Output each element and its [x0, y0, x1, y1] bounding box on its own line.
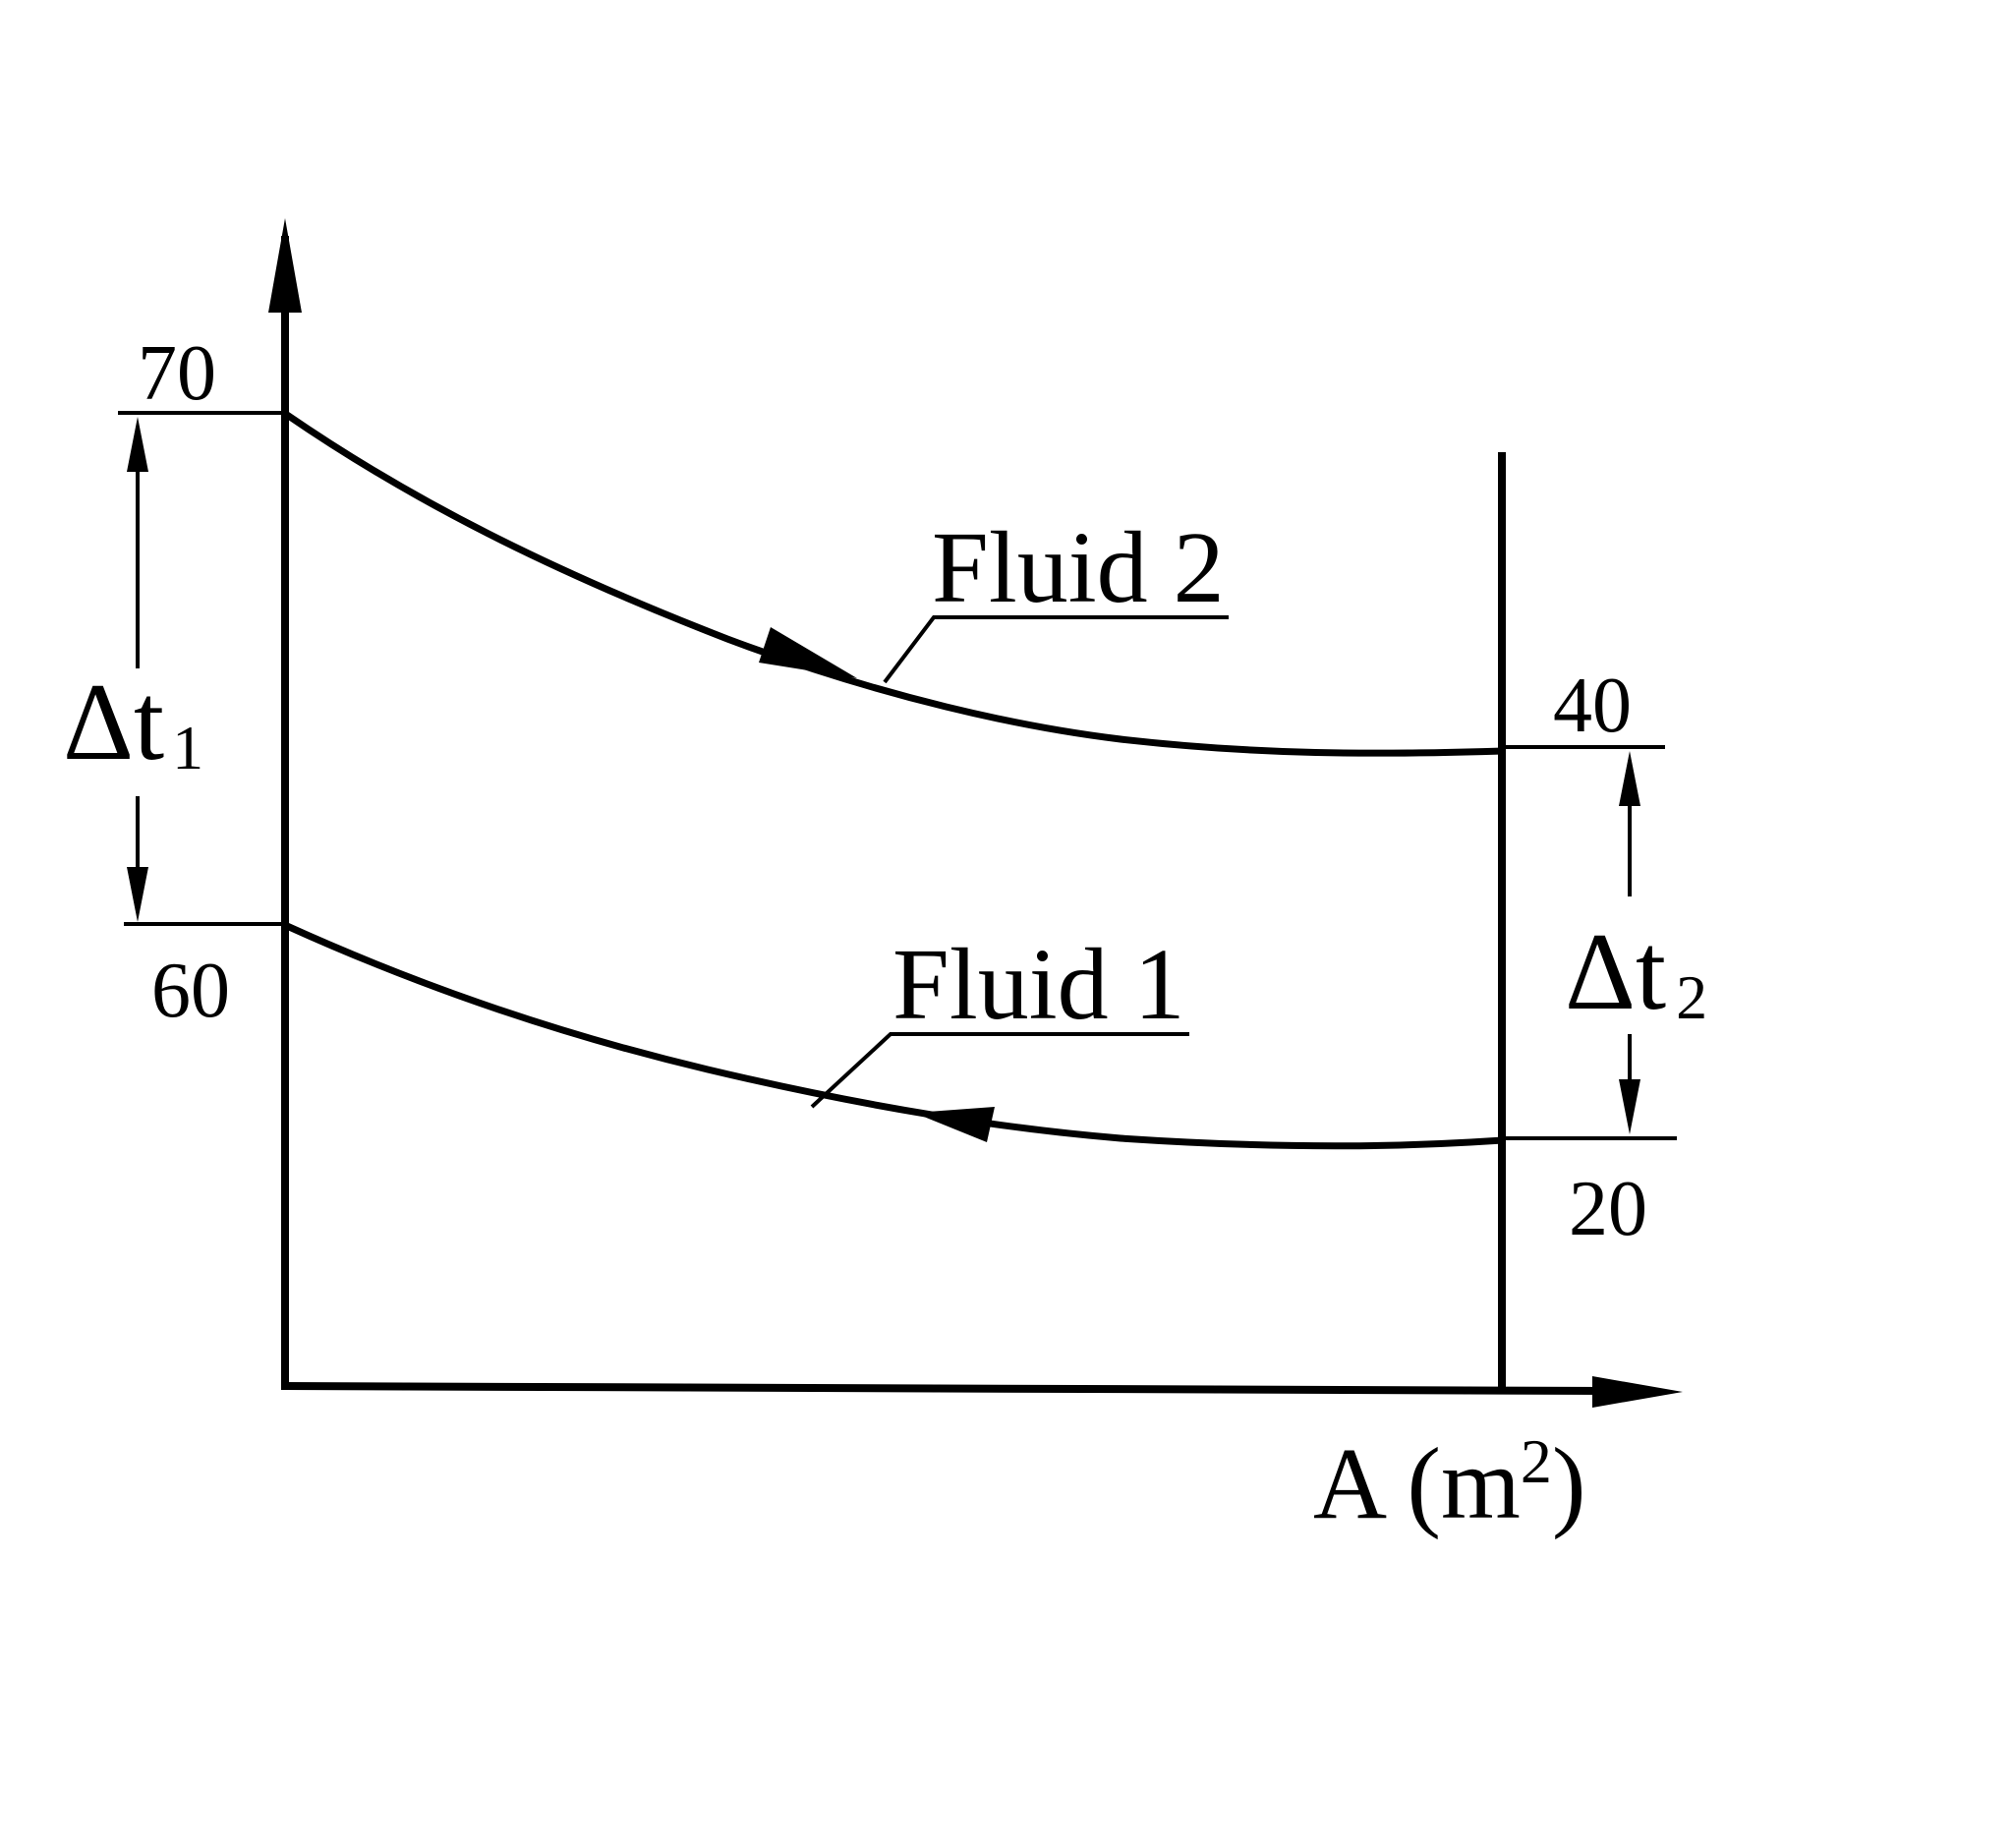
delta-t1-symbol: Δt	[63, 662, 164, 783]
leader-lines	[810, 615, 1229, 1109]
fluid-1-curve-group	[285, 922, 1503, 1150]
x-axis-label-superscript: 2	[1521, 1426, 1552, 1496]
delta-t1-subscript: 1	[172, 713, 203, 782]
delta-t1-lower-arrow	[127, 867, 148, 922]
fluid-2-curve-group	[285, 412, 1503, 757]
label-fluid-2: Fluid 2	[932, 511, 1225, 624]
delta-t2-dimension	[1619, 751, 1640, 1134]
axes	[268, 218, 1683, 1408]
fluid-1-curve	[285, 922, 1503, 1150]
label-20: 20	[1569, 1166, 1647, 1252]
x-axis	[280, 1382, 1613, 1395]
label-60: 60	[151, 948, 230, 1034]
x-axis-label-close: )	[1552, 1427, 1586, 1540]
label-fluid-1: Fluid 1	[892, 928, 1185, 1041]
y-axis-arrow	[268, 218, 302, 313]
label-70: 70	[138, 330, 216, 417]
fluid-2-direction-arrow	[759, 627, 857, 678]
reference-lines	[118, 411, 1677, 1140]
fluid-1-leader	[810, 1032, 1189, 1109]
fluid-2-leader	[883, 615, 1229, 684]
fluid-2-curve	[285, 412, 1503, 757]
x-axis-label: A (m2)	[1313, 1426, 1586, 1540]
fluid-1-direction-arrow	[914, 1107, 995, 1142]
label-40: 40	[1553, 663, 1632, 749]
delta-t1-upper-arrow	[127, 417, 148, 472]
delta-t2-upper-arrow	[1619, 751, 1640, 806]
delta-t2-subscript: 2	[1676, 962, 1707, 1032]
x-axis-label-base: A (m	[1313, 1427, 1521, 1540]
delta-t2-lower-arrow	[1619, 1079, 1640, 1134]
x-axis-arrow	[1592, 1376, 1683, 1408]
delta-t1-dimension	[127, 417, 148, 922]
delta-t2-symbol: Δt	[1565, 911, 1666, 1033]
